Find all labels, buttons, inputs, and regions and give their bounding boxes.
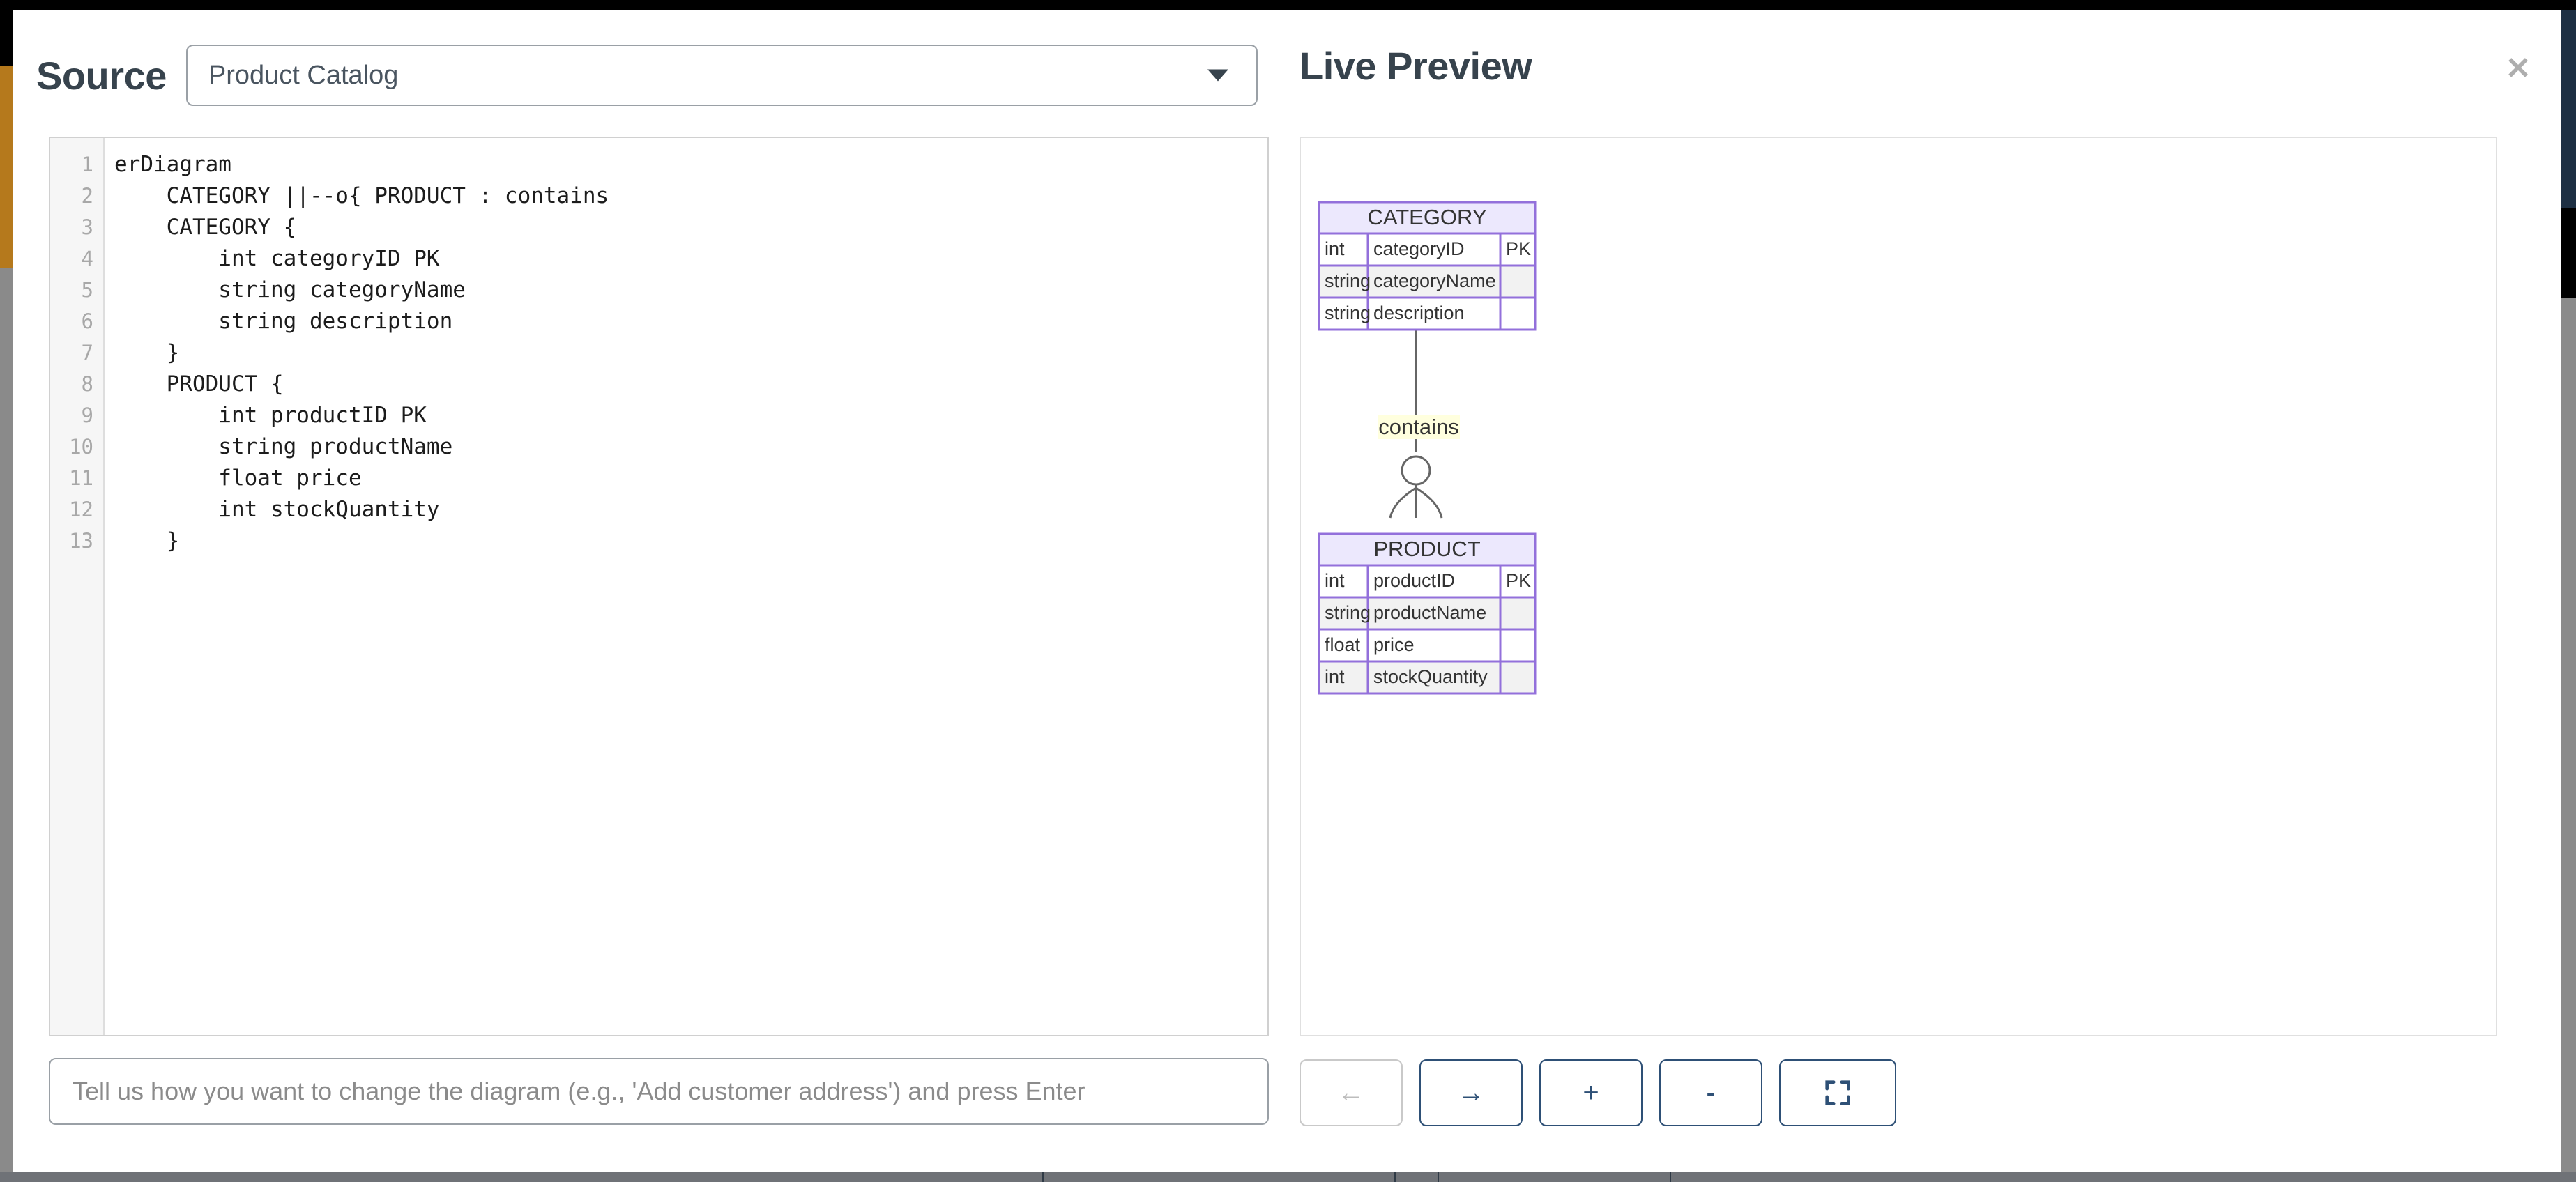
- code-editor[interactable]: 1 2 3 4 5 6 7 8 9 10 11 12 13 erDiagram: [49, 137, 1269, 1036]
- attribute-name: productName: [1373, 602, 1486, 623]
- code-line: int categoryID PK: [114, 246, 440, 271]
- line-number: 5: [81, 278, 93, 302]
- attribute-name: categoryName: [1373, 270, 1496, 291]
- code-line: string description: [114, 309, 453, 334]
- redo-button[interactable]: →: [1419, 1059, 1523, 1126]
- relationship-label: contains: [1378, 415, 1458, 439]
- code-line: CATEGORY {: [114, 215, 297, 240]
- attribute-name: description: [1373, 302, 1465, 323]
- line-number: 9: [81, 404, 93, 427]
- preview-panel: Live Preview: [1287, 10, 2561, 1172]
- attribute-name: stockQuantity: [1373, 666, 1488, 687]
- code-line: float price: [114, 466, 362, 491]
- source-panel-title: Source: [36, 53, 167, 98]
- source-header: Source Product Catalog: [36, 45, 1258, 106]
- source-panel: Source Product Catalog 1 2 3 4 5 6 7 8 9: [13, 10, 1287, 1172]
- fit-screen-button[interactable]: [1779, 1059, 1896, 1126]
- backdrop-taskbar: [0, 1172, 2576, 1182]
- line-number: 8: [81, 372, 93, 396]
- close-icon[interactable]: ✕: [2505, 52, 2531, 86]
- attribute-type: int: [1325, 570, 1345, 591]
- code-line: PRODUCT {: [114, 371, 284, 397]
- attribute-name: productID: [1373, 570, 1455, 591]
- code-text-area[interactable]: erDiagram CATEGORY ||--o{ PRODUCT : cont…: [105, 138, 1267, 1035]
- relationship-label-highlight: [1378, 415, 1460, 439]
- backdrop-taskbar-divider: [1394, 1172, 1396, 1182]
- entity-name: CATEGORY: [1367, 205, 1486, 229]
- attribute-name: categoryID: [1373, 238, 1465, 259]
- line-number: 6: [81, 309, 93, 333]
- attribute-type: int: [1325, 238, 1345, 259]
- code-line: }: [114, 340, 180, 365]
- code-line: int stockQuantity: [114, 497, 440, 522]
- er-diagram-svg: contains CATEGORY int categoryID PK: [1318, 201, 1537, 695]
- line-number: 3: [81, 215, 93, 239]
- preview-panel-title: Live Preview: [1300, 44, 1532, 88]
- zoom-in-button[interactable]: +: [1539, 1059, 1643, 1126]
- code-line: CATEGORY ||--o{ PRODUCT : contains: [114, 183, 609, 208]
- backdrop-window-navy: [2561, 10, 2576, 208]
- attribute-type: string: [1325, 302, 1371, 323]
- editor-columns: Source Product Catalog 1 2 3 4 5 6 7 8 9: [13, 10, 2561, 1172]
- diagram-select[interactable]: Product Catalog: [185, 45, 1258, 106]
- entity-product[interactable]: PRODUCT int productID PK string pr: [1318, 532, 1537, 695]
- attribute-key: PK: [1506, 570, 1531, 591]
- code-line: erDiagram: [114, 152, 231, 177]
- attribute-type: string: [1325, 270, 1371, 291]
- line-number-gutter: 1 2 3 4 5 6 7 8 9 10 11 12 13: [50, 138, 105, 1035]
- backdrop-window-orange: [0, 66, 13, 268]
- entity-category[interactable]: CATEGORY int categoryID PK string: [1318, 201, 1537, 331]
- attribute-name: price: [1373, 634, 1415, 655]
- code-line: int productID PK: [114, 403, 427, 428]
- preview-toolbar: ← → + -: [1300, 1059, 1896, 1126]
- entity-name: PRODUCT: [1373, 537, 1480, 561]
- line-number: 2: [81, 184, 93, 208]
- code-line: string productName: [114, 434, 453, 459]
- chevron-down-icon: [1207, 69, 1228, 82]
- fit-screen-icon: [1825, 1080, 1850, 1105]
- line-number: 13: [69, 529, 93, 553]
- attribute-key: PK: [1506, 238, 1531, 259]
- code-line: }: [114, 528, 180, 553]
- backdrop-taskbar-divider: [1670, 1172, 1671, 1182]
- line-number: 11: [69, 466, 93, 490]
- diagram-canvas[interactable]: contains CATEGORY int categoryID PK: [1300, 137, 2497, 1036]
- line-number: 7: [81, 341, 93, 364]
- line-number: 12: [69, 498, 93, 521]
- diagram-editor-modal: ✕ Source Product Catalog 1 2 3 4 5 6: [13, 10, 2561, 1172]
- code-line: string categoryName: [114, 277, 466, 302]
- zoom-out-button[interactable]: -: [1659, 1059, 1762, 1126]
- undo-button[interactable]: ←: [1300, 1059, 1403, 1126]
- backdrop-strip-left: [0, 268, 13, 1182]
- line-number: 10: [69, 435, 93, 459]
- diagram-prompt-input[interactable]: Tell us how you want to change the diagr…: [49, 1058, 1269, 1125]
- backdrop-taskbar-divider: [1438, 1172, 1439, 1182]
- backdrop-taskbar-divider: [1042, 1172, 1044, 1182]
- line-number: 4: [81, 247, 93, 270]
- diagram-select-value: Product Catalog: [208, 60, 399, 90]
- backdrop-strip-right: [2561, 298, 2576, 1182]
- attribute-type: string: [1325, 602, 1371, 623]
- line-number: 1: [81, 153, 93, 176]
- attribute-type: float: [1325, 634, 1361, 655]
- attribute-type: int: [1325, 666, 1345, 687]
